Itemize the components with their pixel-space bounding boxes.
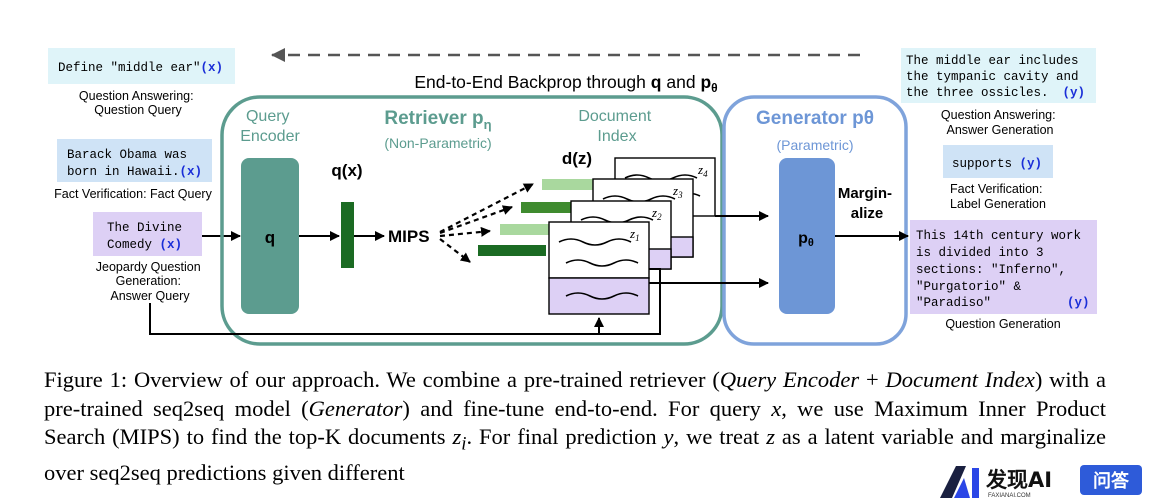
- input-fact-verification: Barack Obama was born in Hawaii.(x) Fact…: [54, 139, 213, 201]
- figure-number: Figure 1:: [44, 367, 128, 392]
- mips-label: MIPS: [388, 227, 430, 246]
- document-1: z1: [548, 221, 650, 315]
- generator-subtitle: (Parametric): [776, 137, 853, 153]
- query-encoder-q: q: [265, 228, 275, 247]
- svg-text:Question Generation: Question Generation: [945, 317, 1060, 331]
- generator-title: Generator pθ: [756, 108, 874, 129]
- generator-box: [779, 158, 835, 314]
- watermark-brand: 发现AI: [985, 468, 1052, 492]
- query-vector: [341, 202, 354, 268]
- svg-text:问答: 问答: [1093, 470, 1130, 492]
- input-box-fact: [57, 139, 212, 182]
- output-jeopardy: This 14th century work is divided into 3…: [910, 220, 1097, 331]
- input-jeopardy: The Divine Comedy (x) Jeopardy Question …: [93, 212, 204, 303]
- query-encoder-label: Query Encoder: [240, 108, 300, 145]
- svg-text:Question Answering: Ques: Question Answering: Question Query: [79, 89, 197, 117]
- document-stack: z4 z3 z2 z1: [548, 157, 716, 315]
- mips-dashed-arrows: [439, 183, 534, 263]
- doc-vector-2: [500, 224, 568, 235]
- generator-container: [722, 95, 908, 346]
- input-question-answering: Define "middle ear"(x) Question Answerin…: [48, 48, 235, 117]
- svg-text:Barack Obama was born in: Barack Obama was born in Hawaii.(x): [67, 148, 202, 179]
- svg-text:z2: z2: [651, 205, 662, 222]
- svg-text:Define "middle ear"(x): Define "middle ear"(x): [58, 61, 223, 75]
- rag-overview-figure: End-to-End Backprop through q and pθ Def…: [48, 48, 1097, 346]
- watermark-badge[interactable]: [1080, 465, 1142, 495]
- svg-text:The middle ear includes: The middle ear includes the tympanic cav…: [906, 54, 1086, 100]
- output-box-qa: [901, 48, 1096, 103]
- output-box-jeopardy: [910, 220, 1097, 314]
- svg-text:z1: z1: [629, 226, 640, 243]
- doc-feedback-line: [599, 268, 661, 335]
- ai-logo-icon: [940, 466, 966, 498]
- doc-vector-3: [521, 202, 589, 213]
- input-box-jeopardy: [93, 212, 202, 256]
- qx-label: q(x): [331, 161, 362, 180]
- svg-text:Jeopardy Question Genera: Jeopardy Question Generation: Answer Que…: [96, 260, 204, 303]
- generator-p: pθ: [798, 230, 814, 249]
- watermark-logo[interactable]: 发现AI FAXIANAI.COM 问答: [936, 460, 1148, 500]
- output-box-fact: [943, 145, 1053, 178]
- query-concat-line: [149, 303, 604, 335]
- watermark-brand-sub: FAXIANAI.COM: [988, 493, 1031, 499]
- svg-text:Question Answering: Answ: Question Answering: Answer Generation: [941, 108, 1059, 137]
- output-fact-verification: supports (y) Fact Verification: Label Ge…: [943, 145, 1053, 211]
- svg-text:supports (y): supports (y): [952, 157, 1042, 171]
- doc-vector-1: [478, 245, 546, 256]
- svg-text:This 14th century work i: This 14th century work is divided into 3…: [916, 229, 1090, 310]
- svg-text:The Divine Comedy (x): The Divine Comedy (x): [107, 221, 190, 252]
- doc-vector-4: [542, 179, 610, 190]
- figure-caption: Figure 1: Overview of our approach. We c…: [44, 367, 1106, 486]
- retriever-container: [220, 95, 724, 346]
- dz-label: d(z): [562, 149, 592, 168]
- retriever-title: Retriever pη: [384, 108, 491, 132]
- retriever-subtitle: (Non-Parametric): [384, 135, 491, 151]
- input-box-qa: [48, 48, 235, 84]
- backprop-label: End-to-End Backprop through q and pθ: [414, 72, 717, 95]
- svg-text:z4: z4: [697, 162, 708, 179]
- svg-text:Fact Verification: Fact Query: Fact Verification: Fact Query: [54, 187, 212, 201]
- document-index-label: Document Index: [578, 108, 655, 145]
- query-encoder-box: [241, 158, 299, 314]
- svg-text:z3: z3: [672, 183, 683, 200]
- output-question-answering: The middle ear includes the tympanic cav…: [901, 48, 1096, 137]
- svg-text:Fact Verification: Label: Fact Verification: Label Generation: [950, 182, 1046, 211]
- marginalize-label: Margin- alize: [838, 185, 896, 222]
